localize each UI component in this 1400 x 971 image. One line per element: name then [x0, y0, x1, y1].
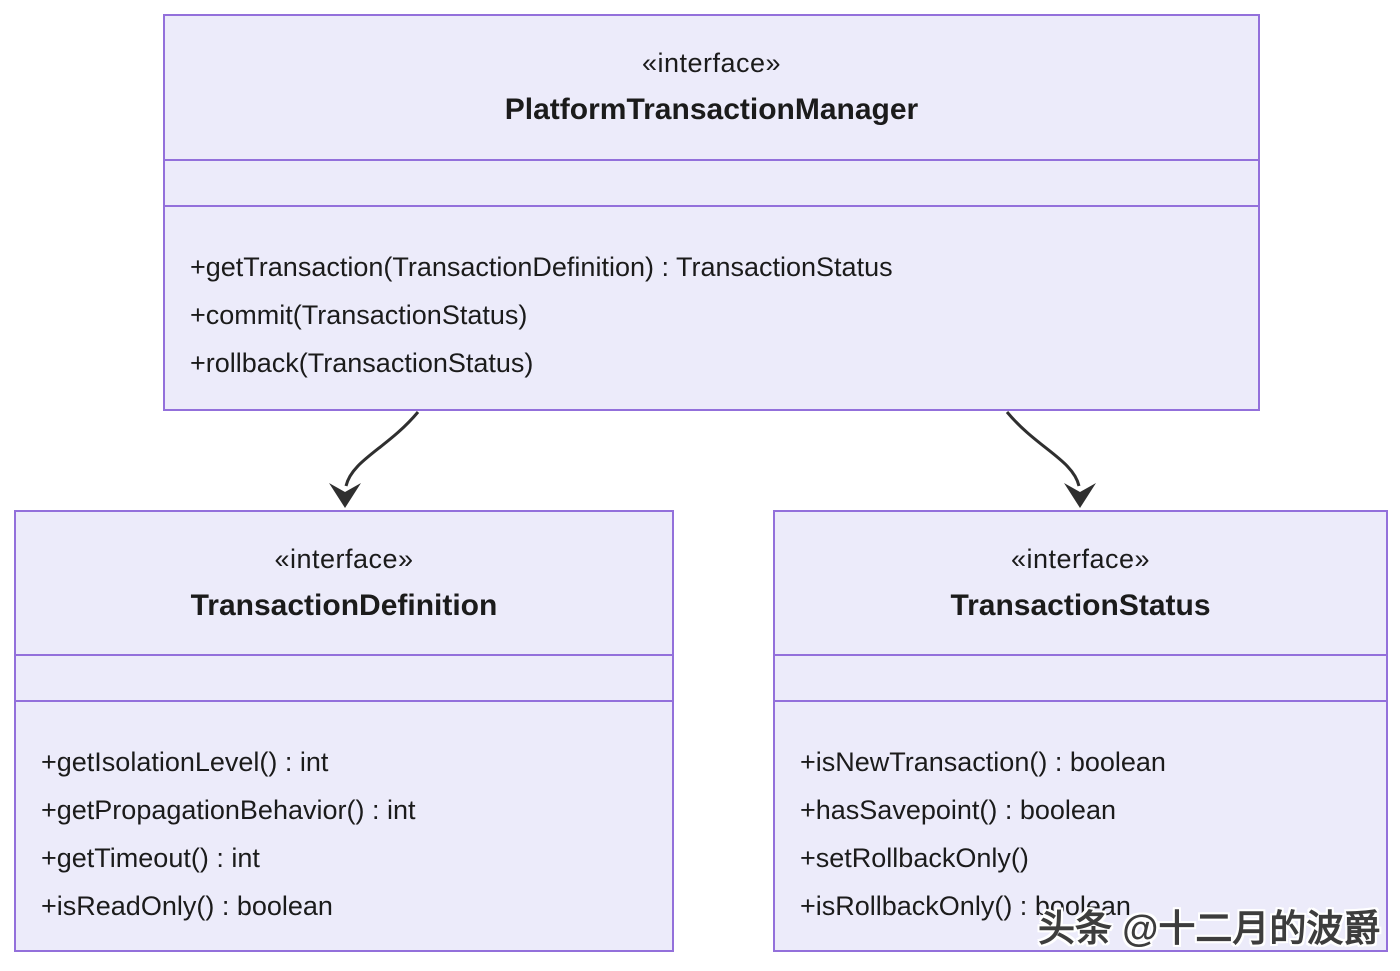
class-name: PlatformTransactionManager [504, 93, 919, 126]
class-header: «interface» PlatformTransactionManager [165, 16, 1258, 159]
class-name: TransactionStatus [950, 588, 1211, 622]
method-row: +commit(TransactionStatus) [190, 300, 528, 330]
method-row: +isNewTransaction() : boolean [800, 747, 1166, 777]
method-row: +getTransaction(TransactionDefinition) :… [190, 252, 893, 282]
method-row: +hasSavepoint() : boolean [800, 795, 1116, 825]
attributes-compartment [775, 654, 1386, 702]
class-header: «interface» TransactionStatus [775, 512, 1386, 654]
class-box-transaction-status: «interface» TransactionStatus +isNewTran… [773, 510, 1388, 952]
method-row: +getPropagationBehavior() : int [41, 795, 416, 825]
method-row: +rollback(TransactionStatus) [190, 348, 534, 378]
class-box-platform-transaction-manager: «interface» PlatformTransactionManager +… [163, 14, 1260, 411]
class-box-transaction-definition: «interface» TransactionDefinition +getIs… [14, 510, 674, 952]
stereotype-label: «interface» [641, 48, 782, 78]
stereotype-label: «interface» [274, 543, 414, 574]
class-header: «interface» TransactionDefinition [16, 512, 672, 654]
methods-compartment: +getIsolationLevel() : int +getPropagati… [16, 702, 672, 950]
stereotype-label: «interface» [1010, 543, 1151, 574]
method-row: +setRollbackOnly() [800, 843, 1029, 873]
attributes-compartment [165, 159, 1258, 207]
watermark-text: 头条 @十二月的波爵 [1038, 908, 1381, 949]
methods-compartment: +getTransaction(TransactionDefinition) :… [165, 207, 1258, 409]
methods-compartment: +isNewTransaction() : boolean +hasSavepo… [775, 702, 1386, 950]
arrow-to-transaction-status [1005, 411, 1096, 508]
method-row: +getIsolationLevel() : int [41, 747, 329, 777]
method-row: +getTimeout() : int [41, 843, 260, 873]
class-name: TransactionDefinition [190, 588, 498, 622]
method-row: +isReadOnly() : boolean [41, 891, 333, 921]
arrow-to-transaction-definition [329, 411, 420, 508]
method-row: +isRollbackOnly() : boolean [800, 891, 1131, 921]
attributes-compartment [16, 654, 672, 702]
